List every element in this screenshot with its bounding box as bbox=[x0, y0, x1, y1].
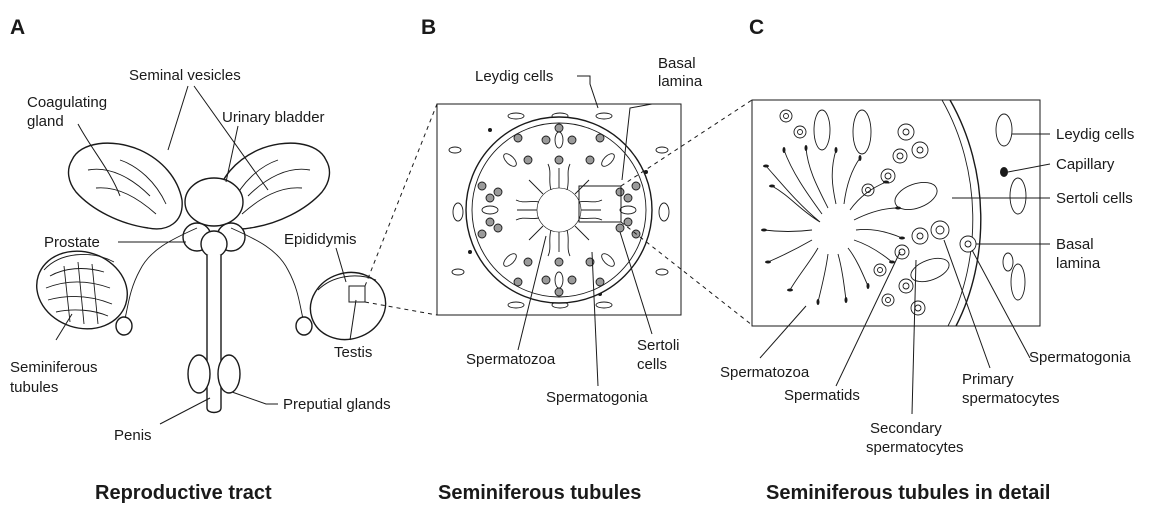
label-secondary-spermatocytes-c-2: spermatocytes bbox=[866, 439, 964, 456]
left-epididymis-tail bbox=[116, 317, 132, 335]
panel-b-caption: Seminiferous tubules bbox=[438, 482, 641, 504]
leader-leydig-cells-b bbox=[577, 76, 598, 108]
label-leydig-cells-c: Leydig cells bbox=[1056, 126, 1134, 143]
label-seminiferous-tubules-1: Seminiferous bbox=[10, 359, 98, 376]
penis-shaft bbox=[207, 255, 221, 413]
label-spermatogonia-c: Spermatogonia bbox=[1029, 349, 1131, 366]
right-epididymis-tail bbox=[296, 317, 312, 335]
label-capillary-c: Capillary bbox=[1056, 156, 1115, 173]
label-seminal-vesicles: Seminal vesicles bbox=[129, 67, 241, 84]
urinary-bladder bbox=[185, 178, 243, 226]
label-sertoli-cells-c: Sertoli cells bbox=[1056, 190, 1133, 207]
label-secondary-spermatocytes-c-1: Secondary bbox=[870, 420, 942, 437]
leader-capillary-c bbox=[1008, 164, 1050, 172]
panel-a: A bbox=[10, 16, 394, 504]
label-primary-spermatocytes-c-2: spermatocytes bbox=[962, 390, 1060, 407]
label-sertoli-cells-b-1: Sertoli bbox=[637, 337, 680, 354]
label-spermatozoa-b: Spermatozoa bbox=[466, 351, 556, 368]
label-spermatogonia-b: Spermatogonia bbox=[546, 389, 648, 406]
label-seminiferous-tubules-2: tubules bbox=[10, 379, 58, 396]
label-prostate: Prostate bbox=[44, 234, 100, 251]
label-basal-lamina-c-2: lamina bbox=[1056, 255, 1101, 272]
preputial-gland-right bbox=[218, 355, 240, 393]
label-leydig-cells-b: Leydig cells bbox=[475, 68, 553, 85]
panel-c-interstitial bbox=[996, 114, 1026, 300]
panel-c: C bbox=[720, 16, 1134, 504]
label-primary-spermatocytes-c-1: Primary bbox=[962, 371, 1014, 388]
preputial-gland-left bbox=[188, 355, 210, 393]
panel-a-letter: A bbox=[10, 16, 25, 39]
label-sertoli-cells-b-2: cells bbox=[637, 356, 667, 373]
panel-c-caption: Seminiferous tubules in detail bbox=[766, 482, 1051, 504]
panel-c-letter: C bbox=[749, 16, 764, 39]
left-seminal-vesicle bbox=[69, 143, 183, 229]
panel-c-spermatozoa bbox=[761, 145, 905, 305]
panel-a-caption: Reproductive tract bbox=[95, 482, 272, 504]
label-basal-lamina-c-1: Basal bbox=[1056, 236, 1094, 253]
label-epididymis: Epididymis bbox=[284, 231, 357, 248]
panel-b-letter: B bbox=[421, 16, 436, 39]
leader-spermatozoa-c bbox=[760, 306, 806, 358]
leader-penis bbox=[160, 398, 210, 424]
label-penis: Penis bbox=[114, 427, 152, 444]
label-urinary-bladder: Urinary bladder bbox=[222, 109, 325, 126]
prostate-lobe-center bbox=[201, 231, 227, 257]
panel-b: B bbox=[421, 16, 703, 504]
basal-lamina-outer-c bbox=[950, 100, 981, 326]
leader-preputial-glands bbox=[232, 392, 278, 404]
label-preputial-glands: Preputial glands bbox=[283, 396, 391, 413]
label-spermatozoa-c: Spermatozoa bbox=[720, 364, 810, 381]
label-coagulating-gland-2: gland bbox=[27, 113, 64, 130]
label-basal-lamina-b-1: Basal bbox=[658, 55, 696, 72]
label-testis: Testis bbox=[334, 344, 372, 361]
right-testis bbox=[302, 263, 395, 349]
label-basal-lamina-b-2: lamina bbox=[658, 73, 703, 90]
label-coagulating-gland-1: Coagulating bbox=[27, 94, 107, 111]
label-spermatids-c: Spermatids bbox=[784, 387, 860, 404]
leader-spermatids-c bbox=[836, 252, 900, 386]
